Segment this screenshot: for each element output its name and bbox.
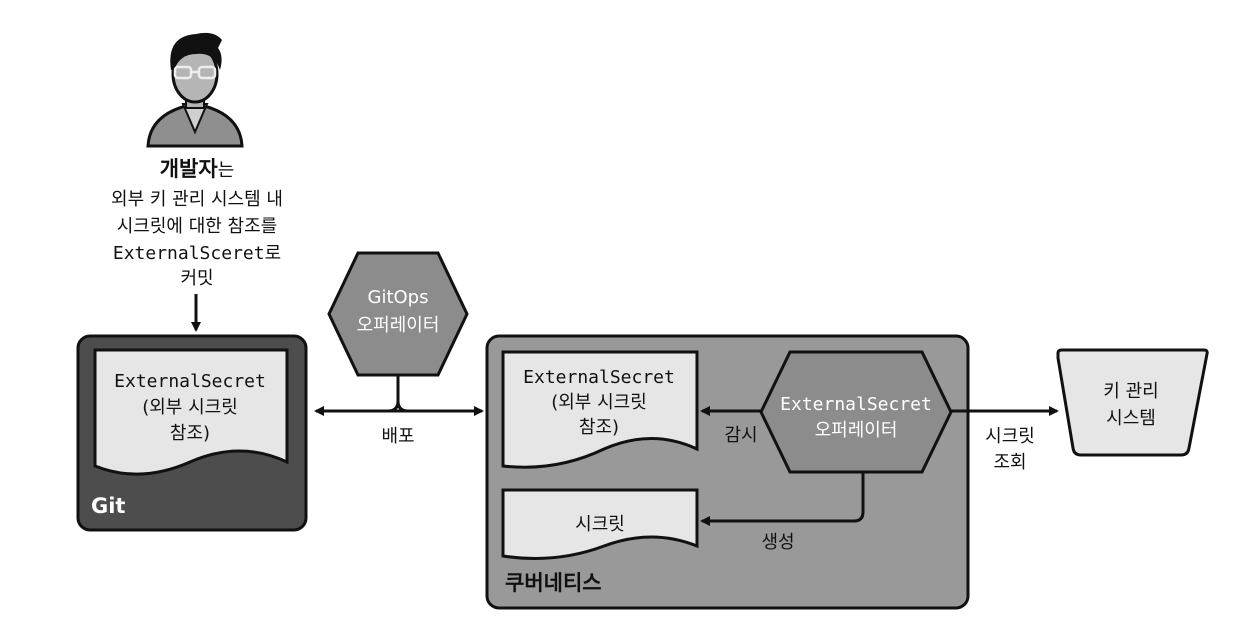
k8s-doc-line1: ExternalSecret xyxy=(523,367,675,388)
es-operator-line1: ExternalSecret xyxy=(780,394,932,415)
deploy-arrow: 배포 xyxy=(314,375,484,447)
developer-title: 개발자는 xyxy=(160,157,235,181)
key-management-system: 키 관리 시스템 xyxy=(1056,348,1209,457)
developer-line3: 시크릿에 대한 참조를 xyxy=(117,216,277,237)
gitops-line1: GitOps xyxy=(368,287,429,308)
developer-line2: 외부 키 관리 시스템 내 xyxy=(111,189,283,210)
developer-line4: ExternalSceret로 xyxy=(113,243,281,264)
es-operator-line2: 오퍼레이터 xyxy=(815,420,898,441)
git-box: ExternalSecret (외부 시크릿 참조) Git xyxy=(76,334,308,532)
deploy-label: 배포 xyxy=(381,426,414,447)
git-doc-line1: ExternalSecret xyxy=(114,371,266,392)
developer-line4-mono: ExternalSceret xyxy=(113,243,265,264)
developer-title-bold: 개발자 xyxy=(160,157,219,181)
gitops-operator: GitOps 오퍼레이터 xyxy=(327,251,469,377)
git-label: Git xyxy=(91,494,125,518)
kms-line2: 시스템 xyxy=(1106,408,1156,429)
developer-line4-suffix: 로 xyxy=(265,243,282,264)
developer-line5: 커밋 xyxy=(180,268,213,289)
kubernetes-label: 쿠버네티스 xyxy=(505,571,602,595)
developer-avatar xyxy=(146,32,244,148)
secret-doc xyxy=(501,488,699,560)
externalsecret-operator: ExternalSecret 오퍼레이터 xyxy=(759,350,953,474)
create-label: 생성 xyxy=(761,532,794,553)
k8s-externalsecret-doc xyxy=(501,350,699,469)
watch-label: 감시 xyxy=(724,425,757,446)
developer-title-suffix: 는 xyxy=(218,160,235,181)
lookup-line1: 시크릿 xyxy=(985,426,1035,447)
k8s-doc-line3: 참조) xyxy=(579,417,619,438)
k8s-doc-line2: (외부 시크릿 xyxy=(551,392,647,413)
create-arrow xyxy=(700,472,865,526)
secret-doc-label: 시크릿 xyxy=(575,514,625,535)
git-doc-line2: (외부 시크릿 xyxy=(142,397,238,418)
git-externalsecret-doc xyxy=(93,348,289,476)
lookup-line2: 조회 xyxy=(993,452,1026,473)
kms-line1: 키 관리 xyxy=(1103,381,1158,402)
gitops-line2: 오퍼레이터 xyxy=(357,315,440,336)
git-doc-line3: 참조) xyxy=(170,423,210,444)
